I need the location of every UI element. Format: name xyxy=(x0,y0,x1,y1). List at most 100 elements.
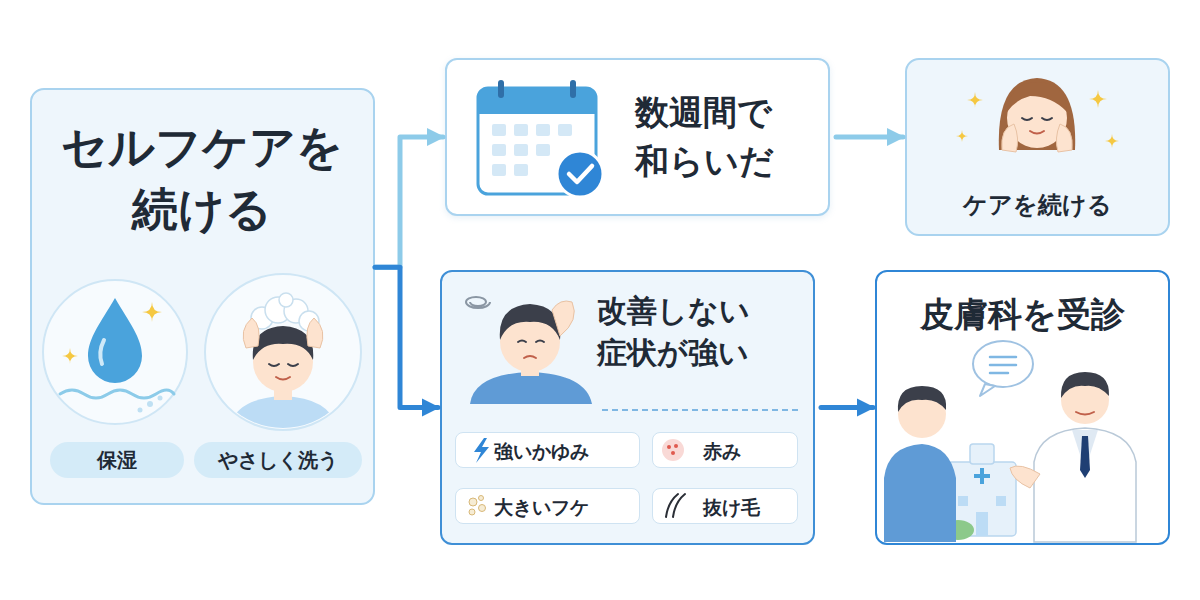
moisture-illustration-part xyxy=(60,390,174,398)
relieved-person-part xyxy=(1022,118,1032,120)
calendar-icon-part xyxy=(492,144,506,156)
itch-icon-part xyxy=(474,438,489,463)
washing-illustration-part-part xyxy=(279,293,293,307)
moisture-illustration-part xyxy=(88,298,142,383)
worried-person-part xyxy=(500,312,560,372)
worried-person-part xyxy=(518,341,526,343)
calendar-icon-part xyxy=(498,80,504,98)
relieved-person-part xyxy=(1002,124,1018,152)
node-label: 保湿 xyxy=(50,447,184,473)
process-box: セルフケアを 続ける保湿やさしく洗う xyxy=(30,88,375,505)
worried-person xyxy=(466,297,798,410)
washing-illustration-part-part xyxy=(276,377,290,380)
doctor-consultation-part xyxy=(1034,428,1136,542)
dandruff-icon-part xyxy=(479,505,486,512)
result-box: ケアを続ける xyxy=(905,58,1170,236)
flow-arrow xyxy=(375,267,438,407)
relieved-person-part xyxy=(1105,134,1119,148)
flow-arrow xyxy=(375,137,443,267)
doctor-consultation-part xyxy=(1010,466,1040,488)
node-label: 抜け毛 xyxy=(703,495,793,520)
washing-illustration-part-part xyxy=(284,299,308,323)
calendar-icon-part xyxy=(492,124,506,136)
washing-illustration-part-part xyxy=(299,311,319,331)
symptom-tag: 抜け毛 xyxy=(652,488,798,524)
dandruff-icon xyxy=(469,496,486,516)
worried-person-part xyxy=(500,304,561,340)
doctor-consultation-part xyxy=(976,512,988,536)
washing-illustration-part-part xyxy=(269,364,279,366)
node-label: セルフケアを 続ける xyxy=(57,116,347,240)
washing-illustration-part xyxy=(228,293,338,432)
worried-person-part xyxy=(521,364,539,376)
washing-illustration-part xyxy=(205,274,361,430)
moisture-illustration-part xyxy=(147,401,153,407)
doctor-consultation-part xyxy=(884,444,956,542)
calendar-icon-part xyxy=(514,164,528,176)
calendar-icon-part xyxy=(492,164,506,176)
calendar-icon-part xyxy=(536,124,550,136)
node-label: 改善しない 症状が強い xyxy=(597,290,767,374)
worried-person-part xyxy=(602,409,798,411)
washing-illustration-part-part xyxy=(288,364,298,366)
doctor-consultation-part xyxy=(980,384,995,396)
moisture-illustration-part xyxy=(158,396,163,401)
calendar-icon-part xyxy=(536,144,550,156)
dandruff-icon-part xyxy=(469,498,477,506)
node-label: 赤み xyxy=(703,439,793,464)
action-box: 皮膚科を受診 xyxy=(875,270,1170,545)
hair-loss-icon-part xyxy=(673,494,685,517)
node-label: ケアを続ける xyxy=(907,190,1168,221)
doctor-consultation-part xyxy=(898,390,946,438)
moisture-illustration-part xyxy=(138,408,143,413)
worried-person-part xyxy=(536,341,544,343)
relieved-person xyxy=(956,78,1119,152)
relieved-person-part xyxy=(1030,131,1044,134)
relieved-person-part xyxy=(1089,90,1107,108)
calendar-icon-part xyxy=(514,144,528,156)
dandruff-icon-part xyxy=(479,496,484,501)
doctor-consultation-part xyxy=(1076,412,1094,415)
doctor-consultation-part xyxy=(1061,376,1109,424)
washing-illustration-part-part xyxy=(253,332,313,392)
redness-icon-part xyxy=(667,445,671,449)
outcome-box: 数週間で 和らいだ xyxy=(445,58,830,216)
washing-illustration-part-part xyxy=(265,297,291,323)
calendar-icon-part xyxy=(478,88,596,194)
relieved-person-part xyxy=(1007,88,1067,148)
washing-illustration-part-part xyxy=(307,318,323,348)
relieved-person-part xyxy=(1042,118,1052,120)
doctor-consultation-part xyxy=(948,462,1016,536)
doctor-consultation-part xyxy=(1080,436,1090,478)
flow-arrow xyxy=(821,405,873,410)
method-tag: やさしく洗う xyxy=(194,442,362,478)
calendar-icon-part xyxy=(569,166,592,182)
moisture-illustration-part xyxy=(100,340,104,364)
node-label: 数週間で 和らいだ xyxy=(635,88,795,187)
washing-illustration-part-part xyxy=(243,318,259,348)
worried-person-part xyxy=(552,301,574,336)
washing-illustration-part-part xyxy=(228,396,338,432)
doctor-consultation-part xyxy=(1061,372,1109,398)
doctor-consultation-part xyxy=(974,468,990,484)
moisture-illustration xyxy=(43,280,187,424)
moisture-illustration-part xyxy=(142,302,162,322)
doctor-consultation-part xyxy=(1072,430,1098,470)
moisture-illustration-part xyxy=(43,280,187,424)
dandruff-icon-part xyxy=(469,509,475,515)
relieved-person-part xyxy=(956,130,968,142)
relieved-person-part xyxy=(999,78,1075,150)
calendar-icon-part xyxy=(514,124,528,136)
doctor-consultation xyxy=(884,341,1136,542)
itch-icon xyxy=(474,438,489,463)
doctor-consultation-part xyxy=(970,444,994,464)
worried-person-part xyxy=(470,372,592,404)
doctor-consultation-part xyxy=(958,496,968,506)
moisture-illustration-part xyxy=(62,348,78,364)
washing-illustration-part-part xyxy=(253,326,314,360)
node-label: やさしく洗う xyxy=(194,447,362,473)
redness-icon-part xyxy=(662,439,684,461)
